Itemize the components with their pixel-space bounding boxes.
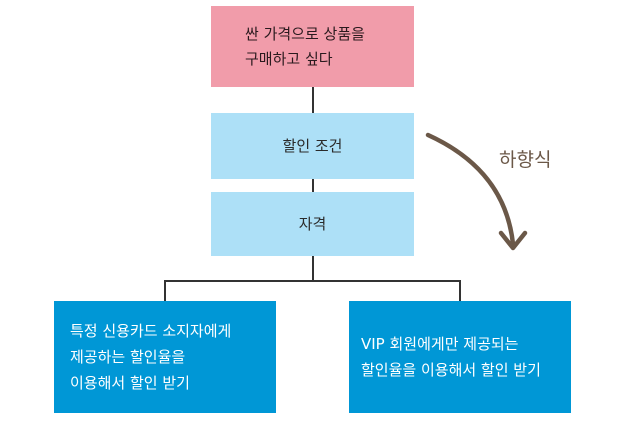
leaf-node-credit-card-line-1: 특정 신용카드 소지자에게 [70,322,232,340]
leaf-node-vip-member-text: VIP 회원에게만 제공되는 할인율을 이용해서 할인 받기 [361,331,541,383]
goal-node-line-1: 싼 가격으로 상품을 [245,24,365,43]
leaf-node-credit-card-text: 특정 신용카드 소지자에게 제공하는 할인율을 이용해서 할인 받기 [70,318,231,396]
leaf-node-credit-card: 특정 신용카드 소지자에게 제공하는 할인율을 이용해서 할인 받기 [54,301,276,413]
goal-node-line-2: 구매하고 싶다 [245,49,333,68]
leaf-node-vip-member-line-1: VIP 회원에게만 제공되는 [361,335,519,353]
goal-node-text: 싼 가격으로 상품을 구매하고 싶다 [245,22,365,72]
leaf-node-vip-member: VIP 회원에게만 제공되는 할인율을 이용해서 할인 받기 [349,301,571,413]
leaf-node-credit-card-line-3: 이용해서 할인 받기 [70,374,190,392]
qualification-node: 자격 [211,192,414,256]
goal-node: 싼 가격으로 상품을 구매하고 싶다 [211,6,414,87]
qualification-node-label: 자격 [298,214,327,233]
leaf-node-vip-member-line-2: 할인율을 이용해서 할인 받기 [361,361,541,379]
condition-node-label: 할인 조건 [282,136,343,155]
condition-node: 할인 조건 [211,113,414,179]
leaf-node-credit-card-line-2: 제공하는 할인율을 [70,348,186,366]
top-down-arrow-head [498,230,528,251]
top-down-approach-label: 하향식 [499,149,552,171]
